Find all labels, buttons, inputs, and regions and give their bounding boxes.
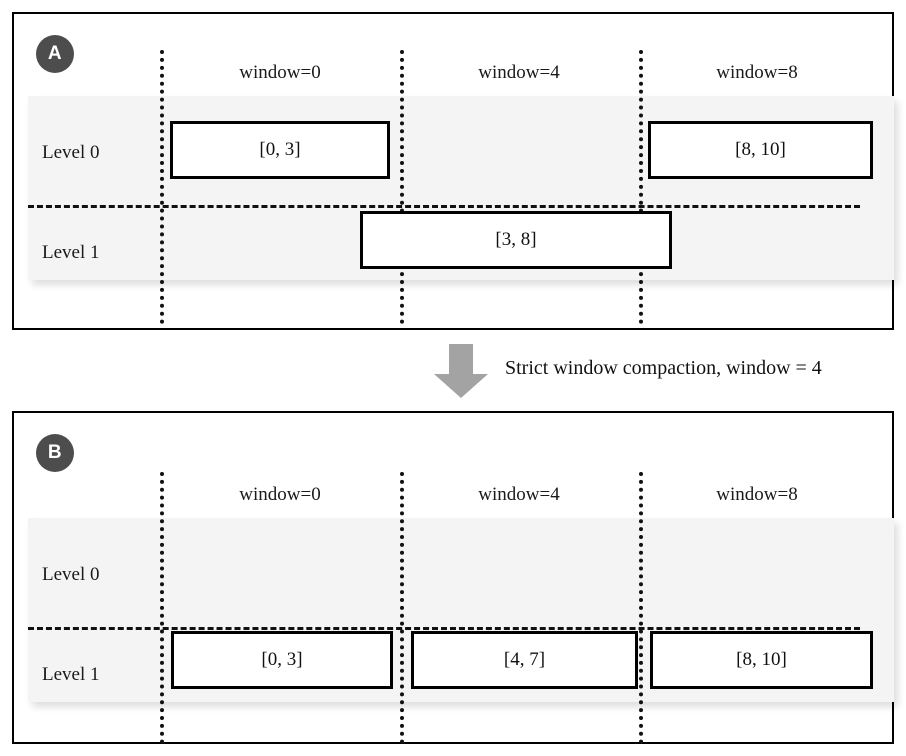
panel-b-row-label-level-0: Level 0	[42, 564, 100, 585]
panel-a-window-header-0: window=0	[239, 62, 321, 83]
panel-b: B window=0 window=4 window=8 Level 0 Lev…	[12, 411, 894, 744]
panel-a-row-label-level-0: Level 0	[42, 142, 100, 163]
panel-b-window-header-0: window=0	[239, 484, 321, 505]
panel-a-window-separator-1	[400, 50, 404, 324]
panel-b-row-label-level-1: Level 1	[42, 664, 100, 685]
panel-b-window-separator-1	[400, 472, 404, 744]
panel-a-badge: A	[36, 35, 74, 73]
panel-a-row-label-level-1: Level 1	[42, 242, 100, 263]
panel-b-window-separator-2	[639, 472, 643, 744]
transition-caption: Strict window compaction, window = 4	[505, 357, 822, 379]
panel-a-interval-box-level0-w8: [8, 10]	[648, 121, 873, 179]
panel-a-window-header-2: window=8	[716, 62, 798, 83]
panel-b-interval-box-level1-w4: [4, 7]	[411, 631, 638, 689]
panel-a: A window=0 window=4 window=8 Level 0 Lev…	[12, 12, 894, 330]
panel-b-interval-box-level1-w0: [0, 3]	[171, 631, 393, 689]
panel-a-interval-box-level0-w0: [0, 3]	[170, 121, 390, 179]
panel-b-window-header-2: window=8	[716, 484, 798, 505]
arrow-down-icon	[434, 344, 488, 398]
transition-row: Strict window compaction, window = 4	[0, 340, 906, 408]
panel-b-interval-box-level1-w8: [8, 10]	[650, 631, 873, 689]
panel-a-window-header-1: window=4	[478, 62, 560, 83]
panel-b-level-divider	[28, 627, 860, 630]
panel-b-badge: B	[36, 434, 74, 472]
panel-a-window-separator-2	[639, 50, 643, 324]
panel-b-window-header-1: window=4	[478, 484, 560, 505]
panel-a-window-separator-0	[160, 50, 164, 324]
panel-b-window-separator-0	[160, 472, 164, 744]
panel-a-interval-box-level1-w4: [3, 8]	[360, 211, 672, 269]
panel-a-level-divider	[28, 205, 860, 208]
